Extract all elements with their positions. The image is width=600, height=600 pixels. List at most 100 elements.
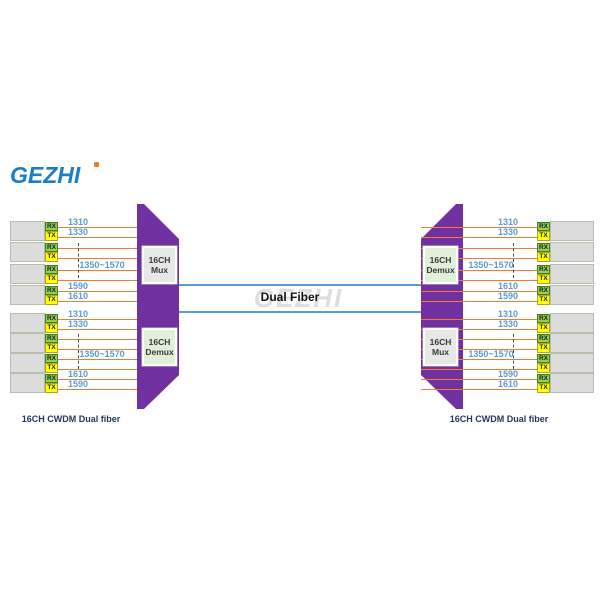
tx-port-tag: TX bbox=[537, 343, 550, 353]
fiber-line-2 bbox=[179, 311, 421, 313]
rx-port-tag: RX bbox=[45, 285, 58, 295]
plate-line2: Mux bbox=[432, 347, 449, 357]
patch-line bbox=[58, 236, 137, 239]
patch-line bbox=[421, 348, 537, 351]
transceiver-body bbox=[550, 285, 594, 305]
plate-line1: 16CH bbox=[429, 255, 452, 265]
patch-line bbox=[421, 269, 537, 272]
tx-port-tag: TX bbox=[537, 295, 550, 305]
left-chassis-shape bbox=[137, 204, 179, 409]
patch-line bbox=[58, 388, 137, 391]
transceiver-body bbox=[550, 313, 594, 333]
transceiver-l6: RX TX bbox=[10, 333, 58, 353]
patch-line bbox=[58, 348, 137, 351]
wavelength-label: 1330 bbox=[67, 318, 89, 329]
transceiver-r4: RX TX bbox=[537, 285, 594, 305]
wavelength-label: 1590 bbox=[67, 281, 89, 291]
transceiver-body bbox=[10, 373, 45, 393]
patch-line bbox=[58, 257, 137, 260]
patch-line bbox=[58, 368, 137, 371]
wavelength-label: 1590 bbox=[497, 291, 519, 301]
plate-line1: 16CH bbox=[429, 337, 452, 347]
transceiver-body bbox=[550, 264, 594, 284]
rx-port-tag: RX bbox=[45, 221, 58, 231]
transceiver-body bbox=[550, 221, 594, 241]
tx-port-tag: TX bbox=[45, 274, 58, 284]
transceiver-body bbox=[10, 333, 45, 353]
transceiver-body bbox=[10, 264, 45, 284]
wavelength-label: 1350~1570 bbox=[468, 259, 514, 270]
wavelength-label: 1350~1570 bbox=[79, 259, 125, 270]
channel-ellipsis-dash bbox=[513, 334, 514, 369]
patch-line bbox=[421, 247, 537, 250]
brand-logo-text: GEZHI bbox=[10, 162, 81, 188]
logo-dot-icon bbox=[94, 162, 99, 167]
patch-line bbox=[421, 378, 537, 381]
patch-line bbox=[421, 236, 537, 239]
patch-line bbox=[58, 279, 137, 282]
rx-port-tag: RX bbox=[537, 264, 550, 274]
transceiver-l5: RX TX bbox=[10, 313, 58, 333]
channel-ellipsis-dash bbox=[78, 334, 79, 369]
left-unit-caption: 16CH CWDM Dual fiber bbox=[21, 414, 121, 424]
tx-port-tag: TX bbox=[537, 231, 550, 241]
transceiver-body bbox=[10, 285, 45, 305]
patch-line bbox=[58, 290, 137, 293]
tx-port-tag: TX bbox=[537, 274, 550, 284]
wavelength-label: 1350~1570 bbox=[468, 348, 514, 359]
transceiver-r7: RX TX bbox=[537, 353, 594, 373]
rx-port-tag: RX bbox=[537, 242, 550, 252]
transceiver-l8: RX TX bbox=[10, 373, 58, 393]
wavelength-label: 1330 bbox=[67, 227, 89, 237]
left-mux-plate: 16CH Mux bbox=[142, 246, 177, 284]
tx-port-tag: TX bbox=[45, 343, 58, 353]
patch-line bbox=[58, 378, 137, 381]
plate-line2: Mux bbox=[151, 265, 168, 275]
transceiver-r6: RX TX bbox=[537, 333, 594, 353]
rx-port-tag: RX bbox=[537, 373, 550, 383]
tx-port-tag: TX bbox=[45, 252, 58, 262]
rx-port-tag: RX bbox=[45, 333, 58, 343]
patch-line bbox=[421, 388, 537, 391]
transceiver-l7: RX TX bbox=[10, 353, 58, 373]
patch-line bbox=[421, 300, 537, 303]
tx-port-tag: TX bbox=[537, 252, 550, 262]
patch-line bbox=[421, 338, 537, 341]
tx-port-tag: TX bbox=[45, 231, 58, 241]
rx-port-tag: RX bbox=[537, 353, 550, 363]
patch-line bbox=[421, 290, 537, 293]
wavelength-label: 1590 bbox=[497, 368, 519, 379]
transceiver-body bbox=[10, 242, 45, 262]
transceiver-body bbox=[550, 353, 594, 373]
transceiver-body bbox=[550, 333, 594, 353]
right-demux-plate: 16CH Demux bbox=[423, 246, 458, 284]
wavelength-label: 1310 bbox=[67, 308, 89, 319]
transceiver-l3: RX TX bbox=[10, 264, 58, 284]
patch-line bbox=[421, 368, 537, 371]
tx-port-tag: TX bbox=[537, 363, 550, 373]
patch-line bbox=[58, 300, 137, 303]
patch-line bbox=[421, 279, 537, 282]
plate-line1: 16CH bbox=[148, 337, 171, 347]
rx-port-tag: RX bbox=[537, 333, 550, 343]
patch-line bbox=[421, 257, 537, 260]
transceiver-body bbox=[10, 313, 45, 333]
watermark: GEZHI bbox=[253, 283, 344, 313]
tx-port-tag: TX bbox=[537, 323, 550, 333]
brand-logo: GEZHI bbox=[10, 162, 102, 190]
wavelength-label: 1330 bbox=[497, 227, 519, 237]
patch-line bbox=[421, 318, 537, 321]
patch-line bbox=[58, 226, 137, 229]
transceiver-l2: RX TX bbox=[10, 242, 58, 262]
wavelength-label: 1310 bbox=[67, 217, 89, 227]
rx-port-tag: RX bbox=[45, 373, 58, 383]
rx-port-tag: RX bbox=[537, 221, 550, 231]
transceiver-body bbox=[550, 373, 594, 393]
transceiver-r8: RX TX bbox=[537, 373, 594, 393]
wavelength-label: 1610 bbox=[67, 291, 89, 301]
transceiver-r2: RX TX bbox=[537, 242, 594, 262]
transceiver-body bbox=[10, 353, 45, 373]
wavelength-label: 1610 bbox=[497, 281, 519, 291]
patch-line bbox=[58, 318, 137, 321]
